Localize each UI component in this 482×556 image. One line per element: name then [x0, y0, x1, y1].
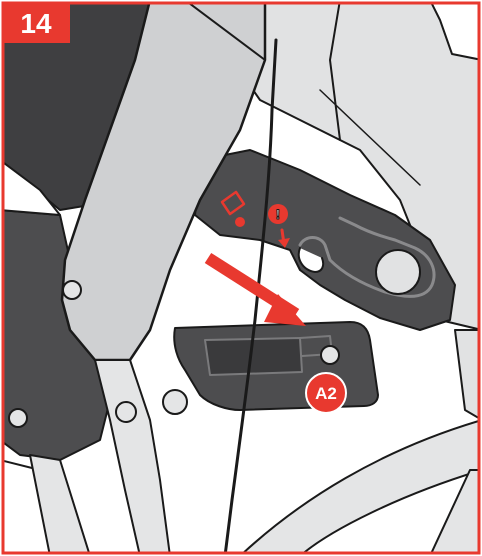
svg-text:A2: A2	[315, 384, 337, 403]
hub-rivet	[376, 250, 420, 294]
step-badge: 14	[3, 3, 70, 43]
step-number: 14	[20, 8, 52, 39]
svg-text:!: !	[276, 206, 281, 222]
callout-a2: A2	[306, 373, 346, 413]
